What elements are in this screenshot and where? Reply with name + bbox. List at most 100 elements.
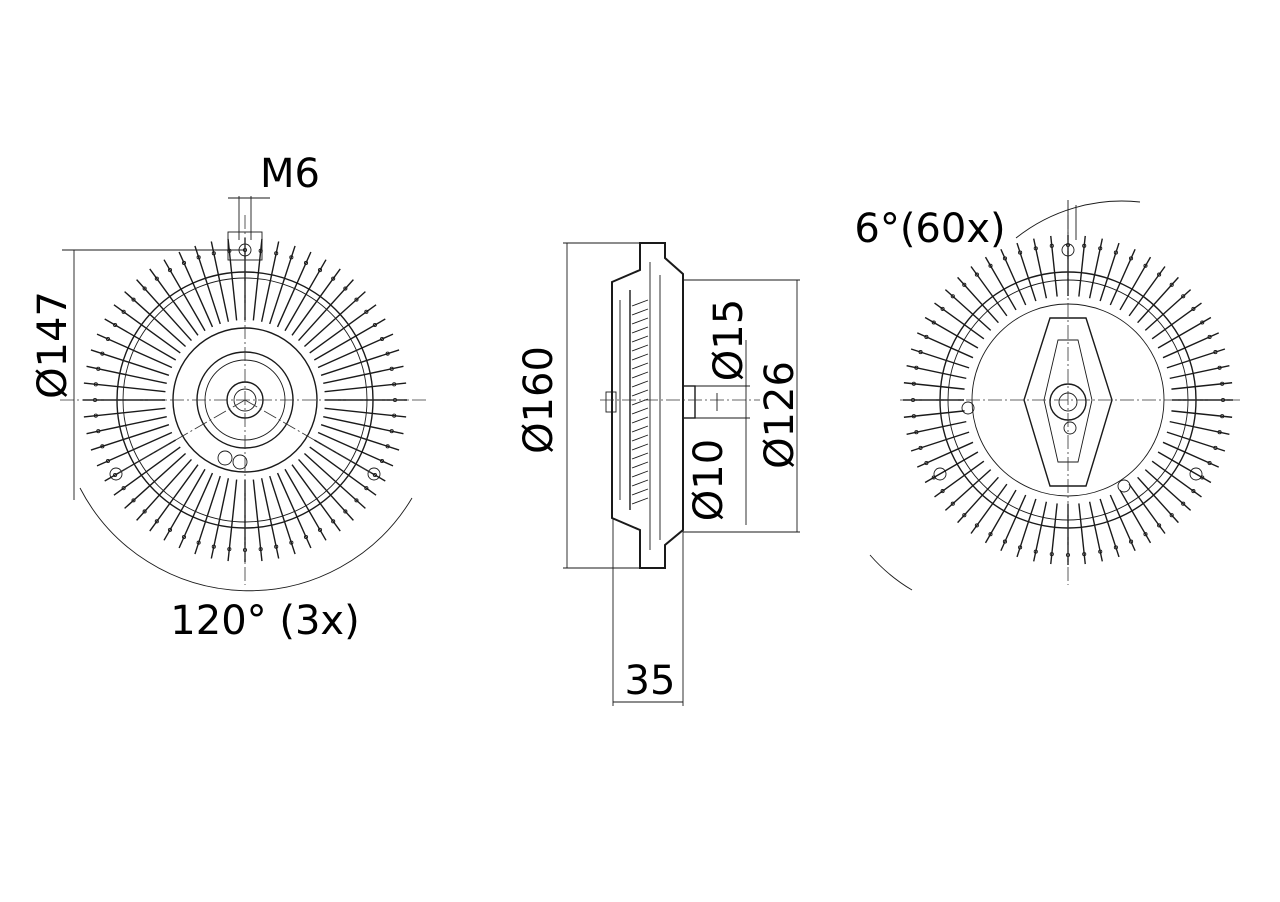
front-view-centerline-bolt <box>244 399 376 476</box>
front-view-bolt-hole <box>367 467 381 481</box>
fin <box>269 475 296 555</box>
fin <box>90 349 170 376</box>
fin-tip <box>1128 256 1134 261</box>
side-view-shaft <box>682 385 696 419</box>
fin-tip <box>317 527 323 532</box>
fin-tip <box>911 414 916 419</box>
fin <box>1128 266 1166 317</box>
fin-tip <box>914 430 919 435</box>
fin-tip <box>289 255 294 260</box>
fin <box>984 489 1017 544</box>
fin-tip <box>1098 246 1103 251</box>
fin-tip <box>1157 272 1162 277</box>
fin <box>1099 498 1120 558</box>
fin-tip <box>96 429 101 434</box>
fin-tip <box>93 382 98 387</box>
fin <box>1078 503 1086 565</box>
fin-tip <box>392 413 397 418</box>
fin <box>1128 483 1166 534</box>
fin <box>957 476 999 524</box>
fin <box>1169 365 1230 380</box>
fin-tip <box>1217 430 1222 435</box>
fin-tip <box>154 519 159 524</box>
fin-tip <box>303 534 309 540</box>
fin <box>1151 460 1202 498</box>
front-view-bolt-hole <box>109 467 123 481</box>
fin <box>1078 235 1086 297</box>
fin <box>320 424 400 451</box>
fin-tip <box>364 309 369 314</box>
fin-tip <box>924 334 929 340</box>
fin-tip <box>1002 539 1008 544</box>
fin <box>227 479 238 562</box>
fin-tip <box>105 458 111 464</box>
fin-tip <box>911 381 916 386</box>
fin <box>1166 348 1226 369</box>
fin-tip <box>1143 263 1148 268</box>
fin <box>324 407 407 418</box>
fin <box>1137 276 1179 324</box>
fin-tip <box>331 519 336 524</box>
fin-tip <box>196 540 201 545</box>
hatch-line <box>631 326 649 334</box>
fin <box>1016 242 1037 302</box>
front-view-screw <box>232 454 248 470</box>
fin <box>1162 441 1220 468</box>
fin-tip <box>1128 539 1134 544</box>
fin <box>1137 476 1179 524</box>
fin <box>1099 242 1120 302</box>
hatch-line <box>631 470 649 478</box>
fin <box>1162 332 1220 359</box>
fin-tip <box>196 255 201 260</box>
fin-tip <box>113 472 118 478</box>
fin <box>916 332 974 359</box>
hatch-line <box>631 488 649 496</box>
hatch-line <box>631 443 649 451</box>
fin-tip <box>1082 243 1087 248</box>
fin-tip <box>1181 501 1186 506</box>
hatch-line <box>631 308 649 316</box>
outer-dia-side-label: Ø160 <box>516 346 562 454</box>
fin-tip <box>1157 523 1162 528</box>
fin-tip <box>142 286 147 291</box>
fin-tip <box>1082 552 1087 557</box>
fin <box>970 483 1008 534</box>
hatch-line <box>631 407 649 415</box>
fin-tip <box>303 260 309 266</box>
fin-tip <box>105 336 111 342</box>
fin <box>916 441 974 468</box>
hatch-line <box>631 497 649 505</box>
hatch-line <box>631 299 649 307</box>
fin-tip <box>988 532 993 537</box>
fin <box>1016 498 1037 558</box>
fin <box>944 289 992 331</box>
fin-tip <box>354 297 359 302</box>
fin <box>1000 494 1027 552</box>
fin-tip <box>1113 250 1118 255</box>
fin-tip <box>154 276 159 281</box>
fin-tip <box>1169 513 1174 518</box>
fin <box>910 431 970 452</box>
fin <box>1088 501 1103 562</box>
side-view-hatching <box>631 299 649 505</box>
fin-angle-label: 6°(60x) <box>854 206 1005 252</box>
fin-tip <box>385 351 390 356</box>
fin <box>252 238 263 321</box>
fin <box>903 382 965 390</box>
hatch-line <box>631 353 649 361</box>
fin-tip <box>1200 320 1205 325</box>
fin <box>1088 238 1103 299</box>
shaft-dia-10-label: Ø10 <box>686 439 732 521</box>
fin-tip <box>131 498 136 503</box>
fin <box>194 245 221 325</box>
fin-tip <box>1049 243 1054 248</box>
hatch-line <box>631 344 649 352</box>
hatch-line <box>631 380 649 388</box>
front-view-fins <box>83 238 407 562</box>
fin-tip <box>1191 489 1196 494</box>
front-view: M6 Ø147 120° (3x) <box>30 151 428 644</box>
fin <box>1169 420 1230 435</box>
fin-tip <box>343 509 348 514</box>
outer-dia-front-label: Ø147 <box>30 291 76 399</box>
